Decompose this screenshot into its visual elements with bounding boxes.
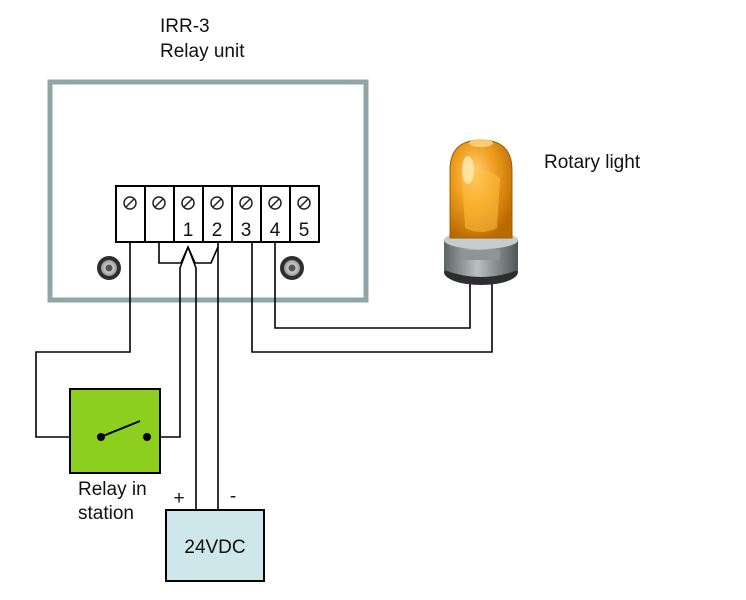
power-supply-label: 24VDC [184, 537, 245, 558]
terminal-1 [173, 185, 204, 243]
terminal-block: 1 2 3 4 5 [115, 185, 320, 243]
terminal3-to-light-wire [251, 242, 493, 353]
relay-to-terminal-wire [35, 242, 131, 438]
unit-name-label: Relay unit [160, 41, 245, 62]
rotary-light-label: Rotary light [544, 152, 641, 173]
wiring [35, 242, 493, 510]
terminal-number: 2 [212, 220, 223, 241]
terminal-number: 5 [299, 220, 310, 241]
relay-switch-icon [97, 420, 151, 441]
minus-terminal-label: - [230, 486, 236, 507]
terminal-4 [260, 185, 291, 243]
power-supply-box [165, 509, 265, 582]
relay-station-label-line2: station [78, 503, 134, 524]
mounting-screw-left [97, 256, 121, 280]
relay-station-label-line1: Relay in [78, 479, 147, 500]
terminal-number: 4 [270, 220, 281, 241]
terminal-5 [289, 185, 320, 243]
terminal4-to-light-wire [274, 242, 471, 329]
rotary-light-icon [444, 139, 518, 285]
plus-supply-wire [187, 246, 197, 510]
unit-model-label: IRR-3 [160, 16, 210, 37]
relay-to-terminal1-wire [150, 246, 189, 438]
terminal-number: 1 [183, 220, 194, 241]
plus-terminal-label: + [173, 488, 184, 509]
terminal-0 [115, 185, 146, 243]
mounting-screw-right [280, 256, 304, 280]
terminal-number: 3 [241, 220, 252, 241]
terminal-00 [144, 185, 175, 243]
